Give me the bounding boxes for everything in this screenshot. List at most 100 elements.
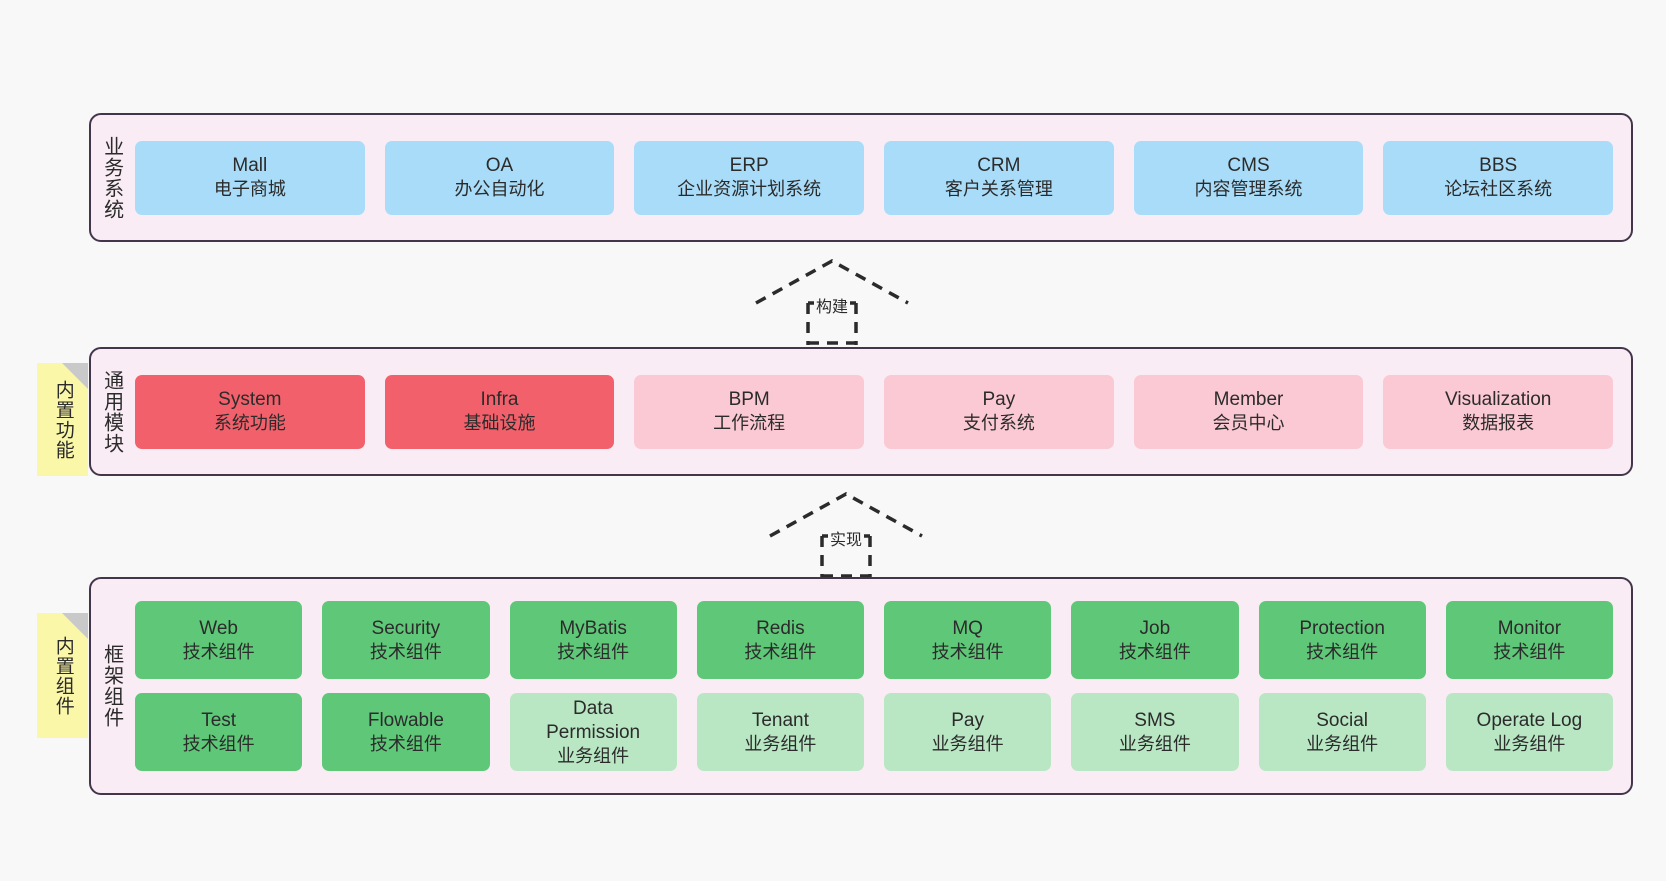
card-title: BPM [728, 389, 770, 411]
card-title: Web [199, 617, 238, 639]
card-title-line2: Permission [546, 721, 641, 743]
connector-build: 构建 [752, 257, 912, 345]
card-subtitle: 技术组件 [1118, 641, 1191, 662]
card-title: MQ [952, 617, 983, 639]
card-subtitle: 办公自动化 [454, 179, 545, 200]
card-subtitle: 客户关系管理 [944, 179, 1053, 200]
card-title: Pay [951, 709, 984, 731]
card-subtitle: 技术组件 [182, 733, 255, 754]
note-label: 内置功能 [52, 379, 74, 460]
note-label: 内置组件 [52, 635, 74, 716]
card-subtitle: 业务组件 [557, 745, 630, 766]
card-subtitle: 支付系统 [962, 413, 1035, 434]
framework-biz-row: Test 技术组件 Flowable 技术组件 Data Permission … [135, 693, 1613, 771]
layer-label-common: 通用模块 [100, 369, 123, 454]
card-subtitle: 企业资源计划系统 [677, 179, 822, 200]
business-card-row: Mall 电子商城 OA 办公自动化 ERP 企业资源计划系统 CRM 客户关系… [135, 140, 1614, 215]
card-subtitle: 技术组件 [369, 641, 442, 662]
card-subtitle: 技术组件 [744, 641, 817, 662]
card-title: Mall [232, 155, 268, 177]
card-job[interactable]: Job 技术组件 [1071, 601, 1239, 679]
layer-panel-common: 通用模块 System 系统功能 Infra 基础设施 BPM 工作流程 Pay… [89, 347, 1633, 476]
common-card-row: System 系统功能 Infra 基础设施 BPM 工作流程 Pay 支付系统… [135, 374, 1614, 449]
card-title: Social [1316, 709, 1368, 731]
card-title: CMS [1227, 155, 1270, 177]
card-subtitle: 基础设施 [463, 413, 536, 434]
card-subtitle: 业务组件 [1306, 733, 1379, 754]
card-pay-component[interactable]: Pay 业务组件 [884, 693, 1052, 771]
card-erp[interactable]: ERP 企业资源计划系统 [634, 140, 865, 215]
card-title: Redis [756, 617, 805, 639]
card-title: BBS [1479, 155, 1518, 177]
card-subtitle: 业务组件 [1118, 733, 1191, 754]
note-builtin-function: 内置功能 [37, 363, 88, 476]
layer-body-business: Mall 电子商城 OA 办公自动化 ERP 企业资源计划系统 CRM 客户关系… [131, 115, 1631, 240]
card-protection[interactable]: Protection 技术组件 [1258, 601, 1426, 679]
card-title: Job [1139, 617, 1171, 639]
card-mall[interactable]: Mall 电子商城 [135, 140, 365, 215]
card-flowable[interactable]: Flowable 技术组件 [322, 693, 490, 771]
card-infra[interactable]: Infra 基础设施 [384, 374, 615, 449]
card-title: Infra [480, 389, 519, 411]
card-crm[interactable]: CRM 客户关系管理 [884, 140, 1114, 215]
card-monitor[interactable]: Monitor 技术组件 [1445, 601, 1613, 679]
card-title: MyBatis [559, 617, 627, 639]
card-subtitle: 业务组件 [744, 733, 817, 754]
card-subtitle: 技术组件 [369, 733, 442, 754]
card-subtitle: 工作流程 [713, 413, 786, 434]
card-title: Monitor [1497, 617, 1562, 639]
card-tenant[interactable]: Tenant 业务组件 [696, 693, 864, 771]
card-bpm[interactable]: BPM 工作流程 [634, 374, 865, 449]
note-builtin-component: 内置组件 [37, 613, 88, 738]
card-title: Security [371, 617, 441, 639]
card-subtitle: 电子商城 [213, 179, 286, 200]
card-redis[interactable]: Redis 技术组件 [696, 601, 864, 679]
card-data-permission[interactable]: Data Permission 业务组件 [509, 693, 677, 771]
card-subtitle: 数据报表 [1462, 413, 1535, 434]
card-cms[interactable]: CMS 内容管理系统 [1133, 140, 1364, 215]
card-subtitle: 会员中心 [1212, 413, 1285, 434]
card-oa[interactable]: OA 办公自动化 [384, 140, 615, 215]
card-test[interactable]: Test 技术组件 [135, 693, 303, 771]
card-visualization[interactable]: Visualization 数据报表 [1383, 374, 1614, 449]
card-social[interactable]: Social 业务组件 [1258, 693, 1426, 771]
card-subtitle: 内容管理系统 [1194, 179, 1303, 200]
connector-implement-label: 实现 [828, 526, 865, 550]
card-subtitle: 技术组件 [931, 641, 1004, 662]
card-subtitle: 技术组件 [182, 641, 255, 662]
layer-label-framework: 框架组件 [100, 644, 123, 728]
card-title: Test [201, 709, 237, 731]
card-sms[interactable]: SMS 业务组件 [1071, 693, 1239, 771]
card-title: Data [573, 697, 614, 719]
layer-body-framework: Web 技术组件 Security 技术组件 MyBatis 技术组件 Redi… [131, 579, 1631, 793]
card-bbs[interactable]: BBS 论坛社区系统 [1383, 140, 1614, 215]
card-security[interactable]: Security 技术组件 [322, 601, 490, 679]
card-system[interactable]: System 系统功能 [135, 374, 365, 449]
framework-tech-row: Web 技术组件 Security 技术组件 MyBatis 技术组件 Redi… [135, 601, 1613, 679]
card-subtitle: 业务组件 [931, 733, 1004, 754]
card-subtitle: 论坛社区系统 [1444, 179, 1553, 200]
card-web[interactable]: Web 技术组件 [135, 601, 303, 679]
card-title: Flowable [367, 709, 444, 731]
card-pay-module[interactable]: Pay 支付系统 [884, 374, 1114, 449]
card-operate-log[interactable]: Operate Log 业务组件 [1445, 693, 1613, 771]
layer-body-common: System 系统功能 Infra 基础设施 BPM 工作流程 Pay 支付系统… [131, 349, 1631, 474]
card-title: Visualization [1445, 389, 1552, 411]
card-title: Protection [1299, 617, 1385, 639]
layer-label-business: 业务系统 [100, 135, 123, 220]
card-subtitle: 技术组件 [557, 641, 630, 662]
card-title: ERP [729, 155, 769, 177]
card-title: Operate Log [1476, 709, 1583, 731]
card-title: System [218, 389, 282, 411]
card-title: Pay [982, 389, 1016, 411]
card-member[interactable]: Member 会员中心 [1133, 374, 1364, 449]
card-subtitle: 业务组件 [1493, 733, 1566, 754]
card-mybatis[interactable]: MyBatis 技术组件 [509, 601, 677, 679]
connector-implement: 实现 [766, 490, 926, 578]
layer-panel-business: 业务系统 Mall 电子商城 OA 办公自动化 ERP 企业资源计划系统 CRM… [89, 113, 1633, 242]
card-subtitle: 技术组件 [1493, 641, 1566, 662]
card-title: Tenant [751, 709, 809, 731]
card-mq[interactable]: MQ 技术组件 [884, 601, 1052, 679]
card-subtitle: 系统功能 [213, 413, 286, 434]
